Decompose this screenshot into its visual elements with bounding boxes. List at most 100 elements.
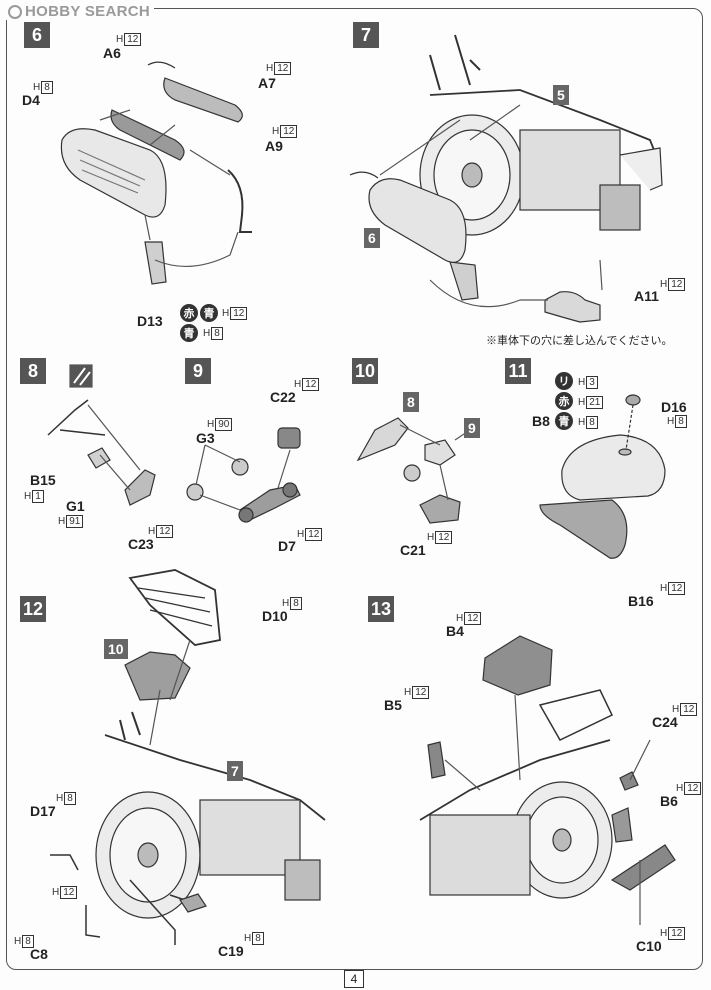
paint-number: 12	[280, 125, 298, 138]
part-b16: B16	[628, 593, 654, 609]
part-a9: A9	[265, 138, 283, 154]
paint-number: 12	[668, 278, 686, 291]
paint-number: 12	[274, 62, 292, 75]
part-d10: D10	[262, 608, 288, 624]
color-blue-mark-11: 青	[555, 412, 573, 430]
paint-code: H	[207, 419, 215, 430]
paint-number: 21	[586, 396, 604, 409]
paint-number: 91	[66, 515, 84, 528]
subassembly-tag-5: 5	[553, 85, 569, 105]
paint-number: 12	[412, 686, 430, 699]
paint-code: H	[148, 526, 156, 537]
paint-code: H	[282, 598, 290, 609]
step9-drawing	[186, 427, 301, 523]
step12-drawing	[50, 569, 326, 945]
step-8-number: 8	[20, 358, 46, 384]
subassembly-tag-6: 6	[364, 228, 380, 248]
paint-code: H	[660, 583, 668, 594]
paint-code: H	[266, 63, 274, 74]
step-11-number: 11	[505, 358, 531, 384]
paint-code: H	[58, 516, 66, 527]
step-6-number: 6	[24, 22, 50, 48]
paint-number: 12	[680, 703, 698, 716]
paint-number: 8	[211, 327, 223, 340]
paint-number: 12	[302, 378, 320, 391]
assembly-note: ※車体下の穴に差し込んでください。	[486, 335, 673, 347]
page-number: 4	[344, 970, 364, 988]
color-ri-mark: リ	[555, 372, 573, 390]
step-13-number: 13	[368, 596, 394, 622]
part-c19: C19	[218, 943, 244, 959]
paint-number: 12	[684, 782, 702, 795]
part-b5: B5	[384, 697, 402, 713]
paint-code: H	[672, 704, 680, 715]
part-d4: D4	[22, 92, 40, 108]
part-a6: A6	[103, 45, 121, 61]
part-b4: B4	[446, 623, 464, 639]
part-c21: C21	[400, 542, 426, 558]
color-red-mark-11: 赤	[555, 392, 573, 410]
paint-code: H	[222, 308, 230, 319]
part-b15: B15	[30, 472, 56, 488]
color-blue-mark: 青	[200, 304, 218, 322]
part-d17: D17	[30, 803, 56, 819]
watermark-text: HOBBY SEARCH	[25, 3, 151, 20]
paint-number: 12	[435, 531, 453, 544]
page-frame	[6, 8, 703, 970]
subassembly-tag-8: 8	[403, 392, 419, 412]
paint-number: 12	[60, 886, 78, 899]
paint-number: 12	[124, 33, 142, 46]
part-g1: G1	[66, 498, 85, 514]
paint-code: H	[578, 417, 586, 428]
paint-code: H	[203, 328, 211, 339]
paint-code: H	[244, 933, 252, 944]
paint-number: 3	[586, 376, 598, 389]
paint-code: H	[24, 491, 32, 502]
subassembly-tag-10: 10	[104, 639, 128, 659]
part-c24: C24	[652, 714, 678, 730]
part-c10: C10	[636, 938, 662, 954]
paint-code: H	[660, 928, 668, 939]
step6-drawing	[60, 61, 252, 285]
paint-code: H	[427, 532, 435, 543]
part-d7: D7	[278, 538, 296, 554]
paint-number: 12	[668, 582, 686, 595]
step11-drawing	[539, 394, 666, 559]
paint-number: 8	[64, 792, 76, 805]
step10-drawing	[356, 417, 471, 524]
paint-code: H	[52, 887, 60, 898]
step8-drawing	[47, 364, 156, 506]
paint-code: H	[578, 377, 586, 388]
step13-drawing	[419, 635, 676, 925]
paint-number: 8	[22, 935, 34, 948]
color-blue-mark-2: 青	[180, 324, 198, 342]
color-red-mark: 赤	[180, 304, 198, 322]
part-a11: A11	[634, 288, 659, 304]
part-c23: C23	[128, 536, 154, 552]
paint-number: 8	[252, 932, 264, 945]
paint-code: H	[456, 613, 464, 624]
